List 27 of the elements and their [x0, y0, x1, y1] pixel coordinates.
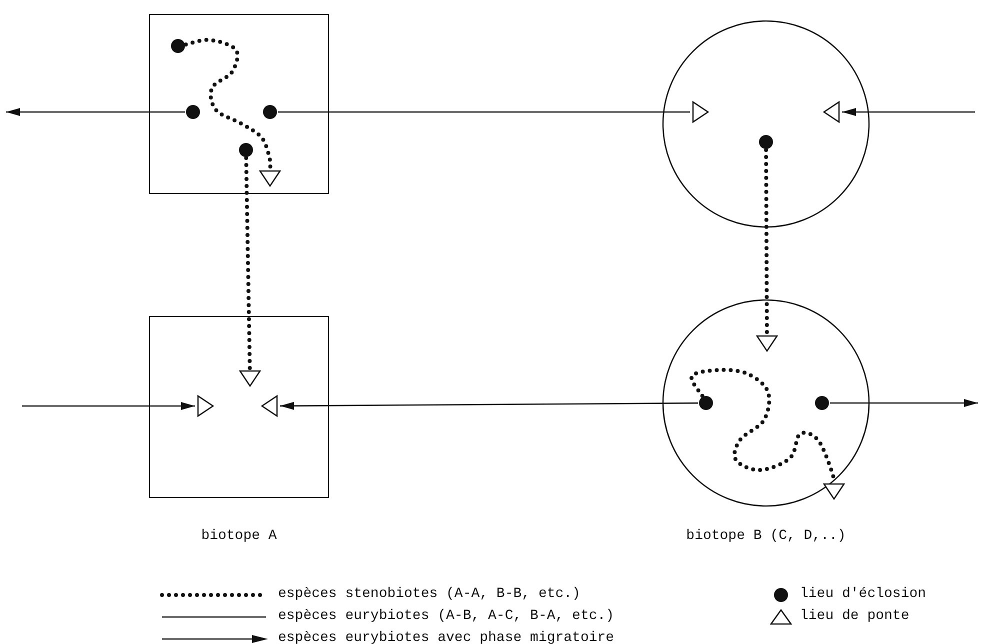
connector-line	[278, 111, 690, 113]
legend-text: espèces eurybiotes avec phase migratoire	[278, 630, 614, 644]
legend-text: espèces stenobiotes (A-A, B-B, etc.)	[278, 586, 580, 602]
biotope-label: biotope A	[200, 528, 278, 544]
filled-dot	[814, 395, 830, 411]
filled-dot	[262, 104, 278, 120]
legend-text: lieu de ponte	[800, 608, 910, 624]
filled-dot	[238, 142, 254, 158]
arrow	[22, 402, 195, 410]
filled-dot	[170, 38, 186, 54]
triangle-marker	[239, 368, 261, 388]
triangle-marker	[823, 481, 845, 501]
arrow	[6, 108, 185, 116]
arrow	[830, 399, 978, 407]
legend-text: espèces eurybiotes (A-B, A-C, B-A, etc.)	[278, 608, 614, 624]
dotted-line	[184, 38, 273, 170]
dotted-line	[244, 156, 252, 370]
biotope-label: biotope B (C, D,..)	[685, 528, 847, 544]
triangle-marker	[756, 333, 778, 353]
filled-dot	[185, 104, 201, 120]
triangle-marker	[259, 168, 281, 188]
dotted-line	[764, 148, 769, 335]
arrow	[280, 402, 698, 410]
arrow	[842, 108, 975, 116]
filled-dot	[698, 395, 714, 411]
legend-text: lieu d'éclosion	[800, 586, 926, 602]
filled-dot	[758, 134, 774, 150]
